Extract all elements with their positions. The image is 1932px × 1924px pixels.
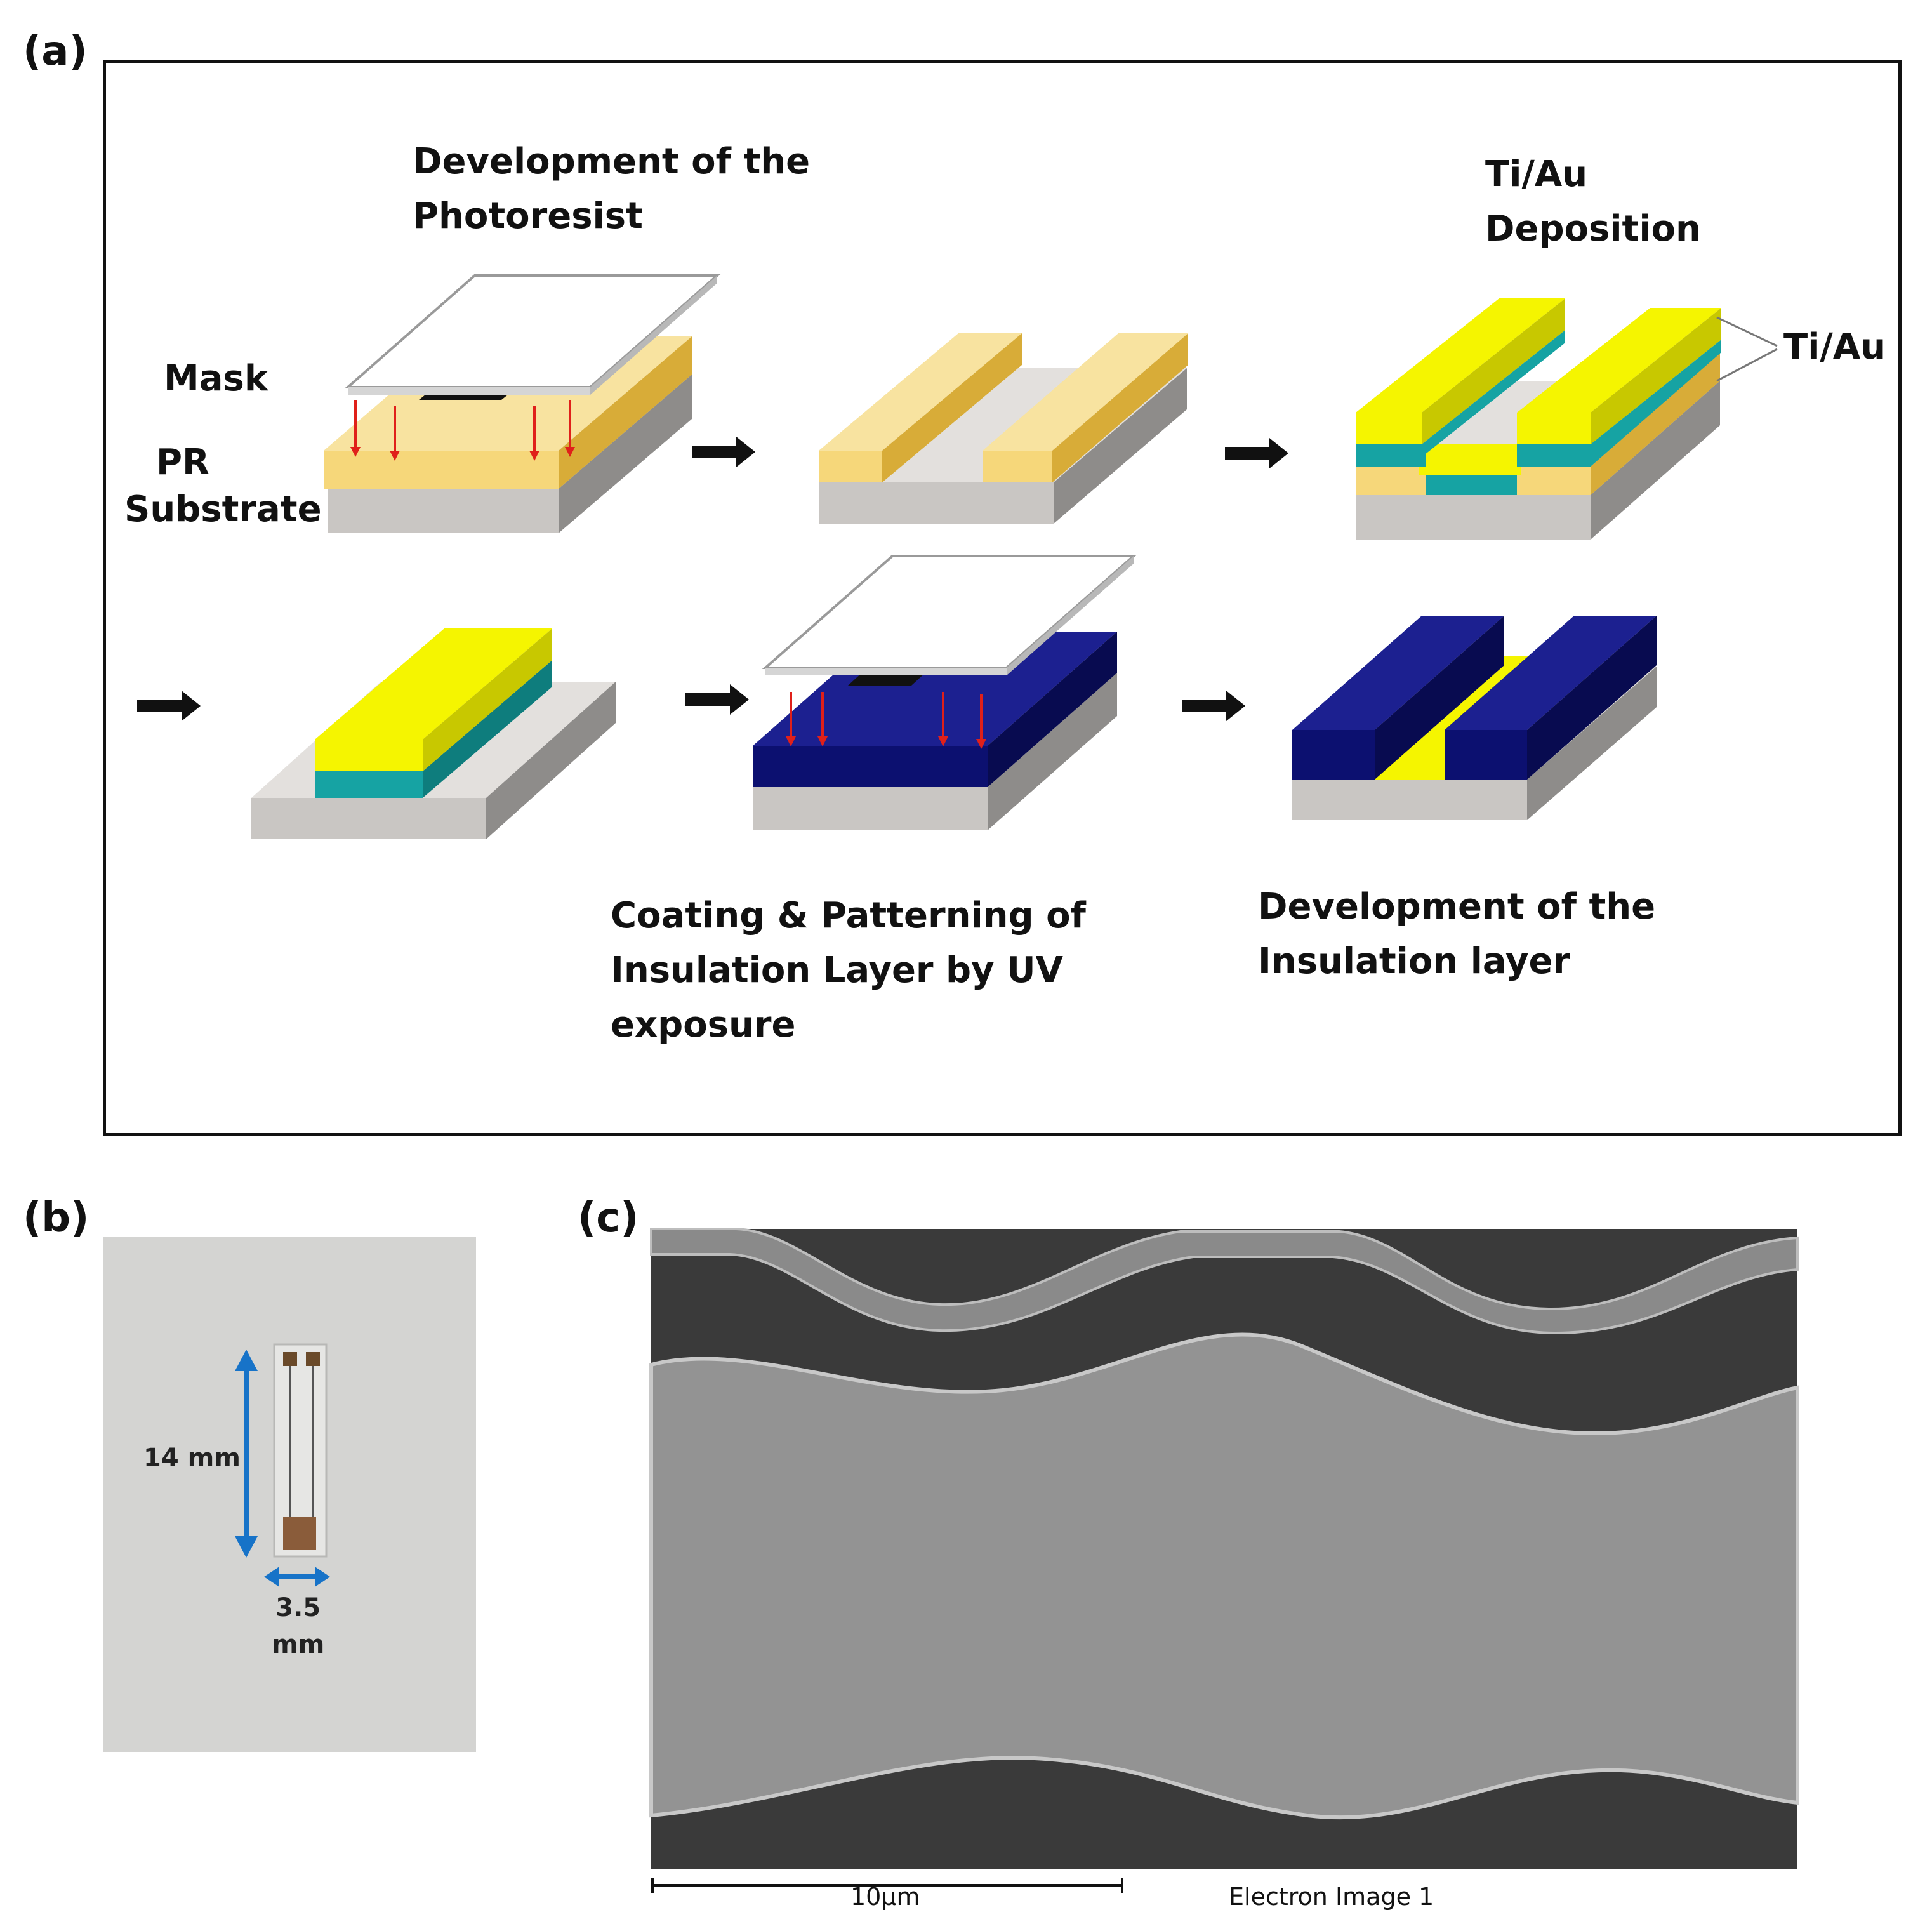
contact-pad-left xyxy=(283,1352,297,1366)
label-substrate: Substrate xyxy=(124,489,322,530)
contact-pad-right xyxy=(306,1352,320,1366)
label-tiau-deposition: Ti/Au Deposition xyxy=(1485,154,1701,249)
step5-mask-plate xyxy=(762,555,1137,675)
au-top-left xyxy=(1356,298,1565,413)
electron-image-label: Electron Image 1 xyxy=(1229,1883,1434,1911)
label-coating-patterning: Coating & Patterning of Insulation Layer… xyxy=(611,895,1086,1045)
process-arrow-2 xyxy=(1225,438,1288,468)
label-length-14mm: 14 mm xyxy=(143,1443,241,1473)
au-top-right xyxy=(1517,308,1721,413)
pr-line-left xyxy=(819,333,1022,482)
step2-developed-photoresist xyxy=(819,333,1188,524)
step1-mask-plate xyxy=(344,274,721,395)
tiau-callout-lines xyxy=(1716,316,1778,382)
pr-line-right xyxy=(983,333,1188,482)
label-tiau-callout: Ti/Au xyxy=(1783,326,1886,368)
insulation-block-left xyxy=(1292,616,1504,780)
label-development-insulation: Development of the Insulation layer xyxy=(1258,886,1656,982)
panel-c-letter: (c) xyxy=(578,1195,639,1242)
process-arrow-3 xyxy=(137,691,201,721)
au-layer-lower xyxy=(1419,444,1521,475)
label-pr: PR xyxy=(156,442,210,483)
sem-electrode-trace xyxy=(649,1332,1799,1820)
panel-a-letter: (a) xyxy=(23,28,88,75)
step5-insulation-exposure xyxy=(753,555,1137,830)
sensor-strip xyxy=(273,1343,328,1558)
ti-layer-lower xyxy=(1426,475,1517,495)
sem-upper-ridge xyxy=(650,1228,1799,1335)
length-dimension-arrow xyxy=(235,1350,258,1558)
uv-exposure-arrows-2 xyxy=(786,692,986,749)
process-arrow-5 xyxy=(1182,691,1245,721)
panel-b-letter: (b) xyxy=(23,1195,89,1242)
scale-bar-label: 10µm xyxy=(850,1883,920,1911)
step3-tiau-deposition xyxy=(1356,298,1721,540)
label-width-3-5mm: 3.5 mm xyxy=(272,1593,325,1659)
width-dimension-arrow xyxy=(264,1567,330,1587)
label-development-photoresist: Development of the Photoresist xyxy=(413,141,811,237)
step6-developed-insulation xyxy=(1292,616,1657,820)
process-arrow-1 xyxy=(692,437,755,467)
step4-tiau-line xyxy=(251,628,616,839)
sensing-electrode xyxy=(283,1517,316,1550)
step1-photoresist-exposure xyxy=(324,274,721,533)
uv-exposure-arrows xyxy=(350,400,575,461)
label-mask: Mask xyxy=(164,358,268,399)
process-arrow-4 xyxy=(685,684,749,715)
insulation-block-right xyxy=(1445,616,1657,780)
